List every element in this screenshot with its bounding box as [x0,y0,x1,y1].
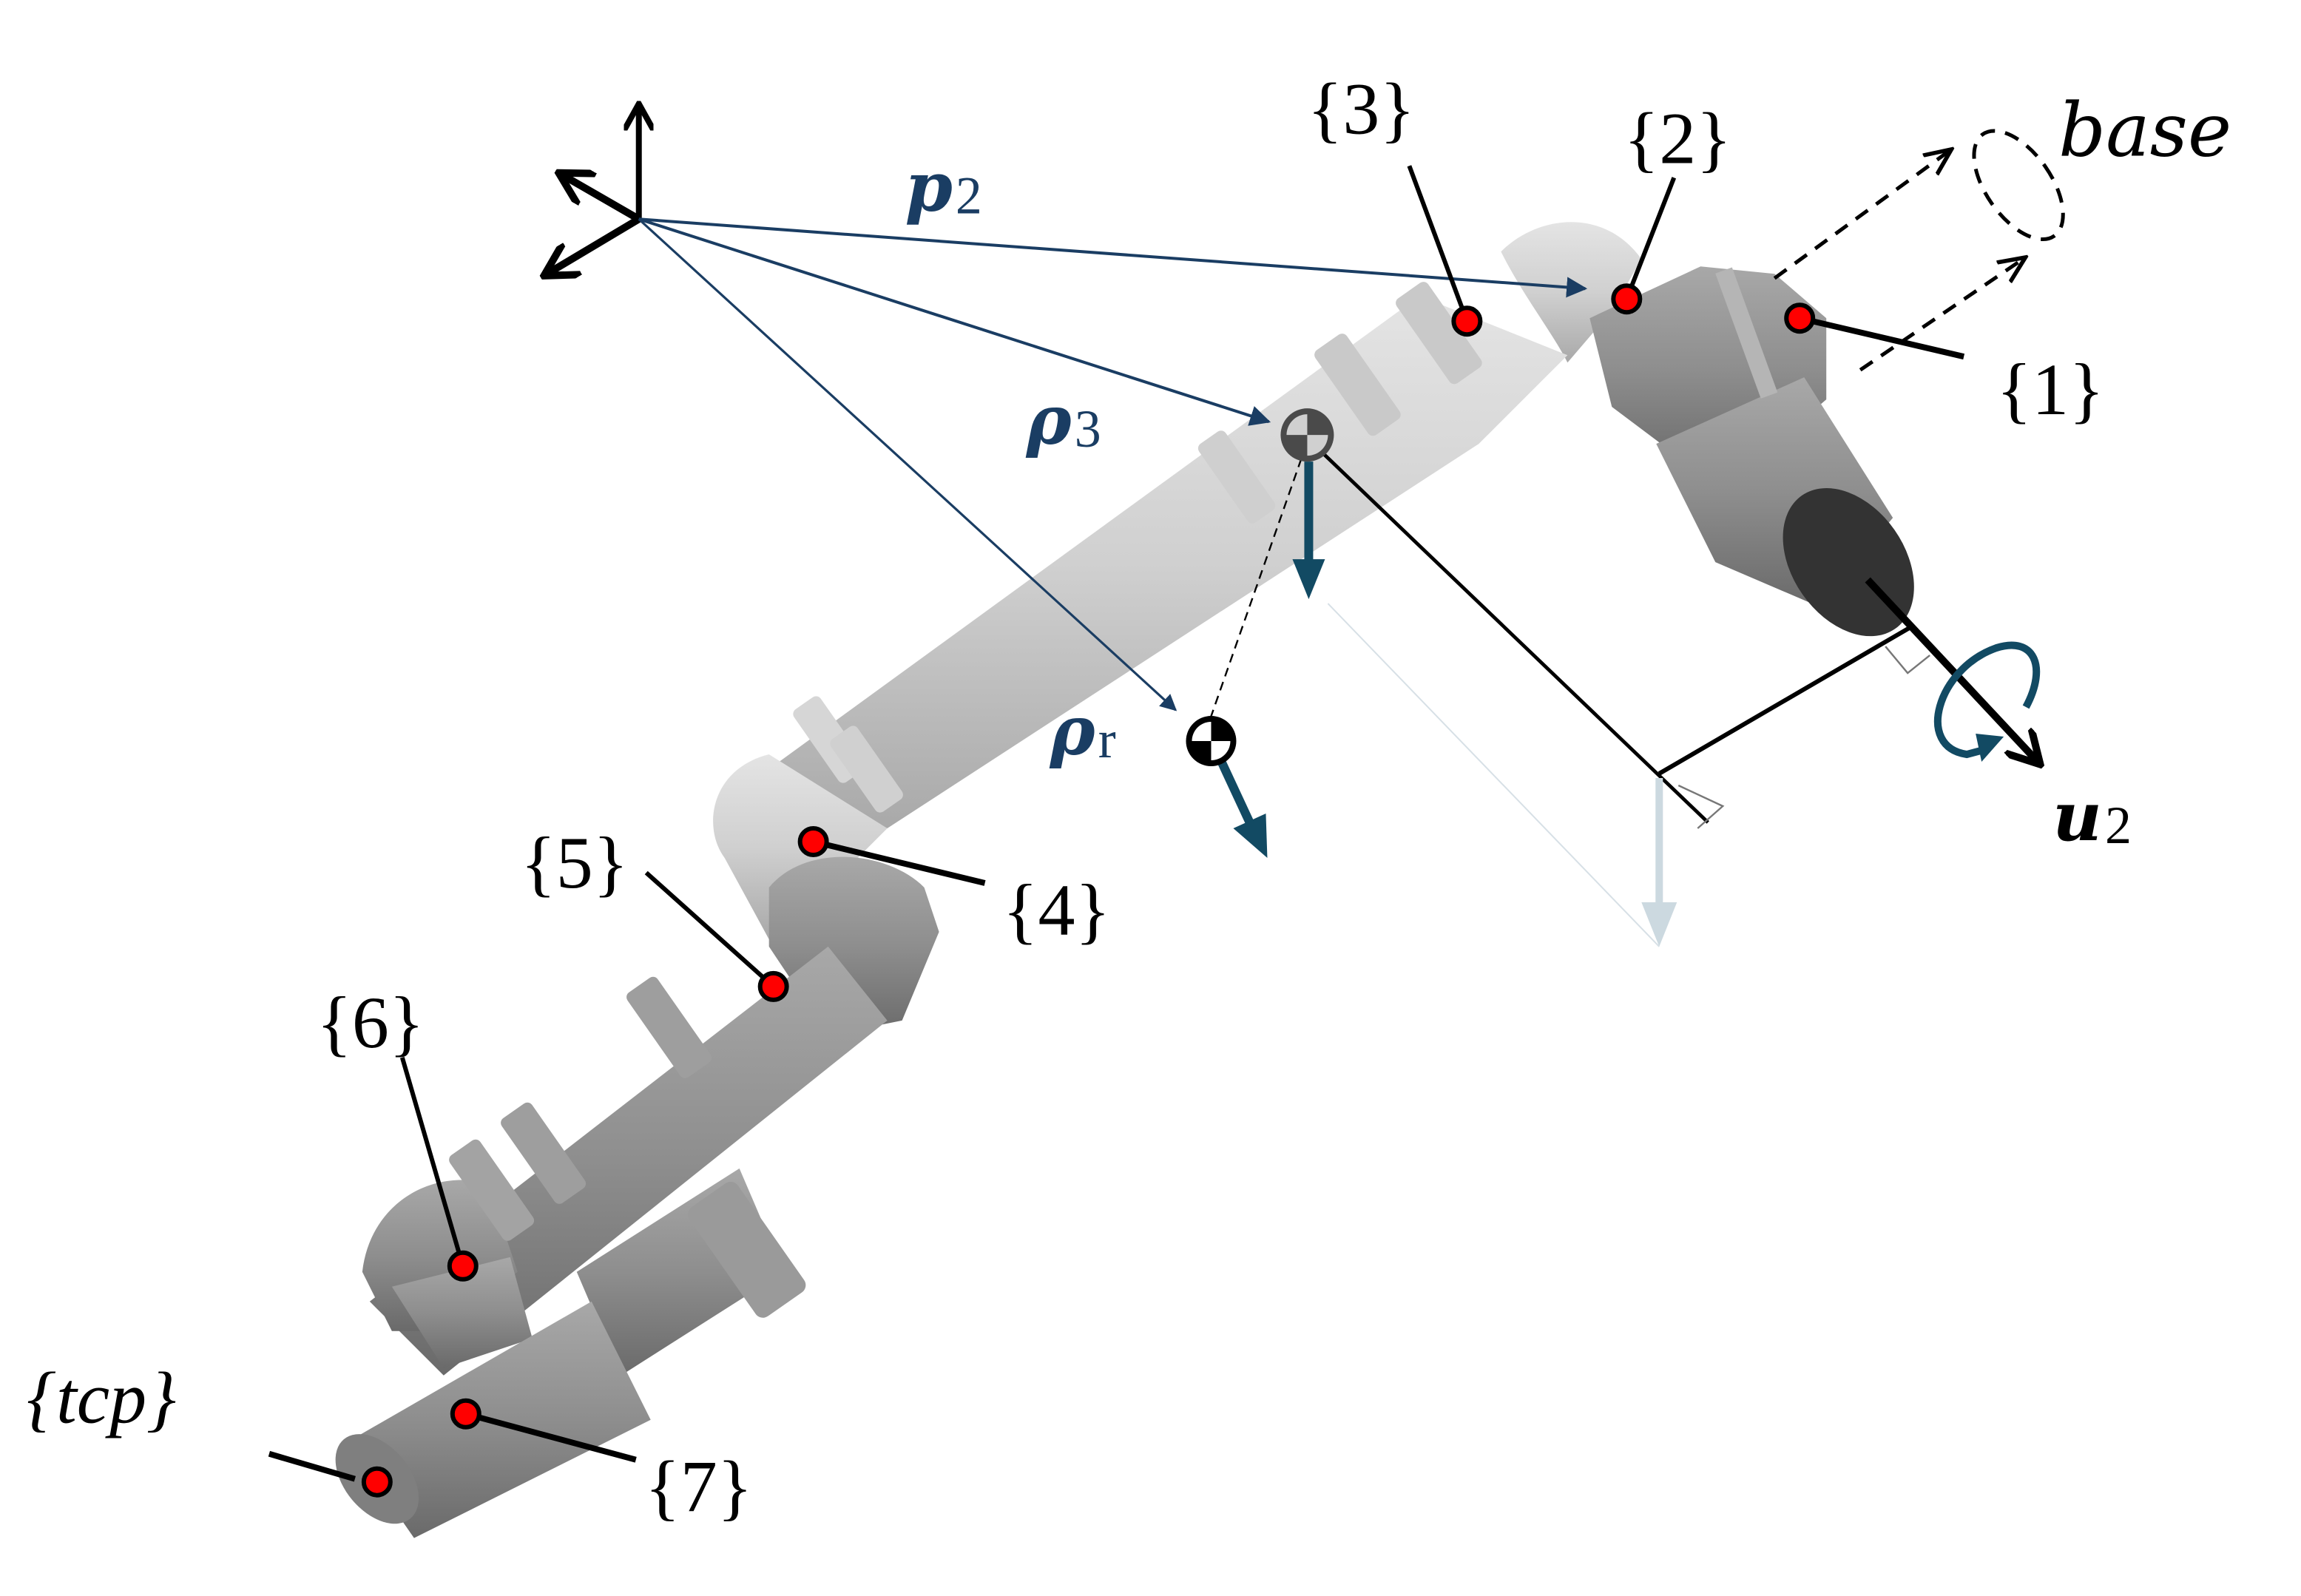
robot-arm-illustration [335,222,1914,1538]
leader-frame-6 [399,1057,465,1267]
marker-frame-5 [757,970,789,1002]
gravity-arrows [1209,458,1677,947]
com-link-3 [1280,408,1334,462]
leader-frame-4 [812,839,986,886]
base-dashed-arrow-upper [1773,151,1949,280]
com-link-dashed [1209,458,1302,721]
base-indicator [1773,129,2065,372]
rotation-icon [1934,641,2041,759]
label-frame-2: {2} [1623,97,1731,179]
label-frame-3: {3} [1307,67,1415,149]
com-rest [1186,716,1237,767]
gravity-arrow-comr [1217,760,1255,828]
leader-frame-tcp [268,1450,356,1482]
faded-gravity-arrowhead [1641,902,1677,947]
leader-frame-2 [1624,177,1677,300]
gravity-arrowhead-comr [1233,813,1268,858]
link-lower [335,856,939,1538]
base-ellipse [1972,129,2065,242]
label-frame-5: {5} [521,822,629,904]
link-upper [713,222,1642,939]
leader-frame-3 [1407,165,1470,322]
vector-rhor [638,218,1177,711]
marker-frame-6 [447,1250,479,1282]
marker-frame-4 [797,825,829,857]
joint-axis-u2 [1311,442,2041,829]
label-frame-tcp: {tcp} [27,1357,176,1439]
world-frame [547,106,639,274]
label-frame-4: {4} [1003,869,1111,951]
moment-arm [1658,625,1912,776]
position-vectors [638,217,1588,711]
right-angle-mark-2 [1885,646,1930,674]
world-x-axis [562,175,641,223]
faded-projection-line [1327,603,1660,947]
right-angle-mark-1 [1677,784,1725,829]
vector-p2 [638,217,1588,298]
u2-axis-line [1865,577,2038,762]
label-frame-1: {1} [1996,348,2104,430]
marker-frame-7 [450,1398,482,1430]
gravity-arrowhead-com3 [1292,559,1325,600]
leader-frame-5 [644,870,775,989]
frame-markers [268,165,1965,1498]
leader-frame-1 [1799,315,1965,360]
vector-rho3 [638,217,1271,426]
label-frame-6: {6} [317,981,425,1064]
base-dashed-arrow-lower [1859,259,2023,372]
world-y-axis [547,215,641,274]
marker-frame-tcp [361,1466,393,1498]
leader-frame-7 [464,1410,637,1463]
marker-frame-1 [1784,302,1816,334]
label-base: base [2058,87,2231,173]
rotation-arrowhead-icon [1976,734,2004,763]
marker-frame-3 [1451,305,1483,337]
moment-arm-offset [1311,442,1709,824]
label-frame-7: {7} [645,1446,753,1528]
marker-frame-2 [1611,283,1643,315]
